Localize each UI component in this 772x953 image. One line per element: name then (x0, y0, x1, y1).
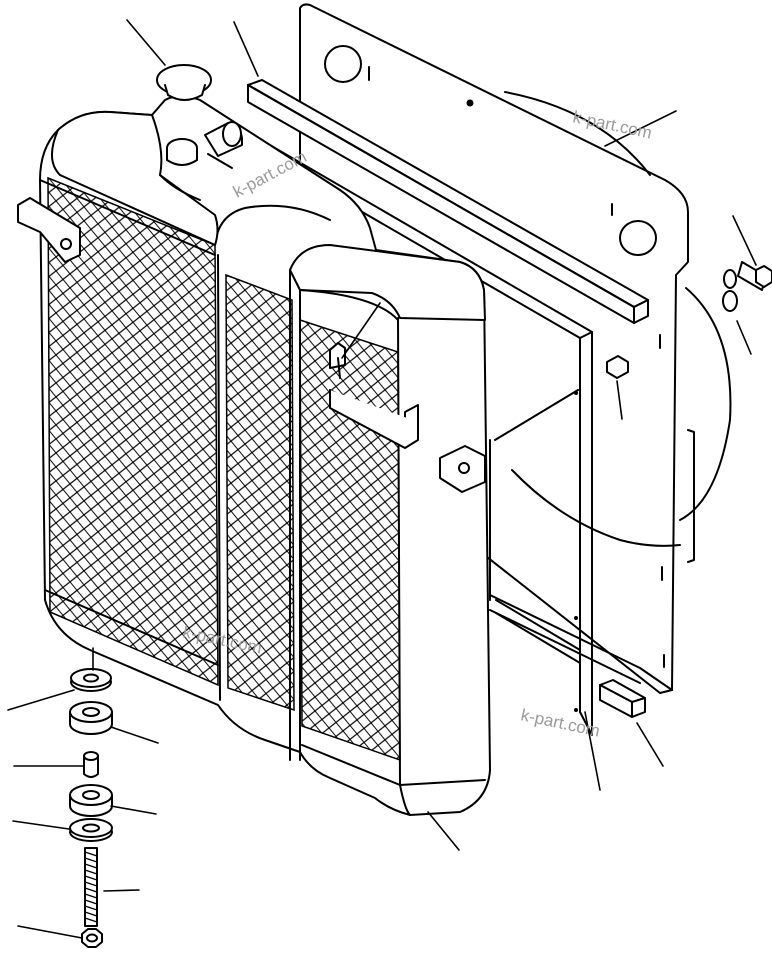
callout-leader (103, 889, 140, 892)
top-mounting-strap (17, 197, 419, 449)
mount-cushion-lower (69, 784, 113, 817)
callout-leader (233, 21, 259, 77)
callout-leader (126, 19, 166, 66)
callout-leader (736, 320, 752, 355)
radiator-cap (156, 64, 212, 101)
callout-leader (616, 380, 623, 420)
mount-stud-bolt (84, 847, 98, 927)
callout-leader (17, 925, 83, 939)
shroud-bolt (737, 261, 772, 291)
watermark-text: k-part.com (519, 705, 601, 740)
callout-leader (427, 811, 460, 851)
callout-leader (110, 726, 159, 744)
callout-leader (732, 215, 757, 266)
filler-neck (166, 121, 243, 169)
callout-leader (584, 711, 601, 791)
callout-leader (604, 110, 677, 147)
mount-nut (81, 928, 103, 948)
mount-spacer-sleeve (83, 751, 99, 778)
upper-seal-strip (247, 79, 649, 324)
mount-cushion-upper (69, 701, 113, 735)
callout-leader (341, 302, 381, 359)
mount-washer-upper (70, 668, 112, 692)
side-mounting-bracket (439, 445, 486, 493)
lower-seal-strip (599, 679, 646, 718)
radiator-core (39, 95, 491, 816)
shroud-washer (722, 269, 738, 312)
callout-leaders (7, 19, 757, 939)
callout-leader (636, 722, 664, 767)
callout-leader (7, 689, 75, 711)
mount-washer-lower (69, 818, 113, 842)
clip-nut (606, 355, 629, 379)
callout-leader (12, 820, 70, 830)
callout-leader (110, 805, 157, 815)
